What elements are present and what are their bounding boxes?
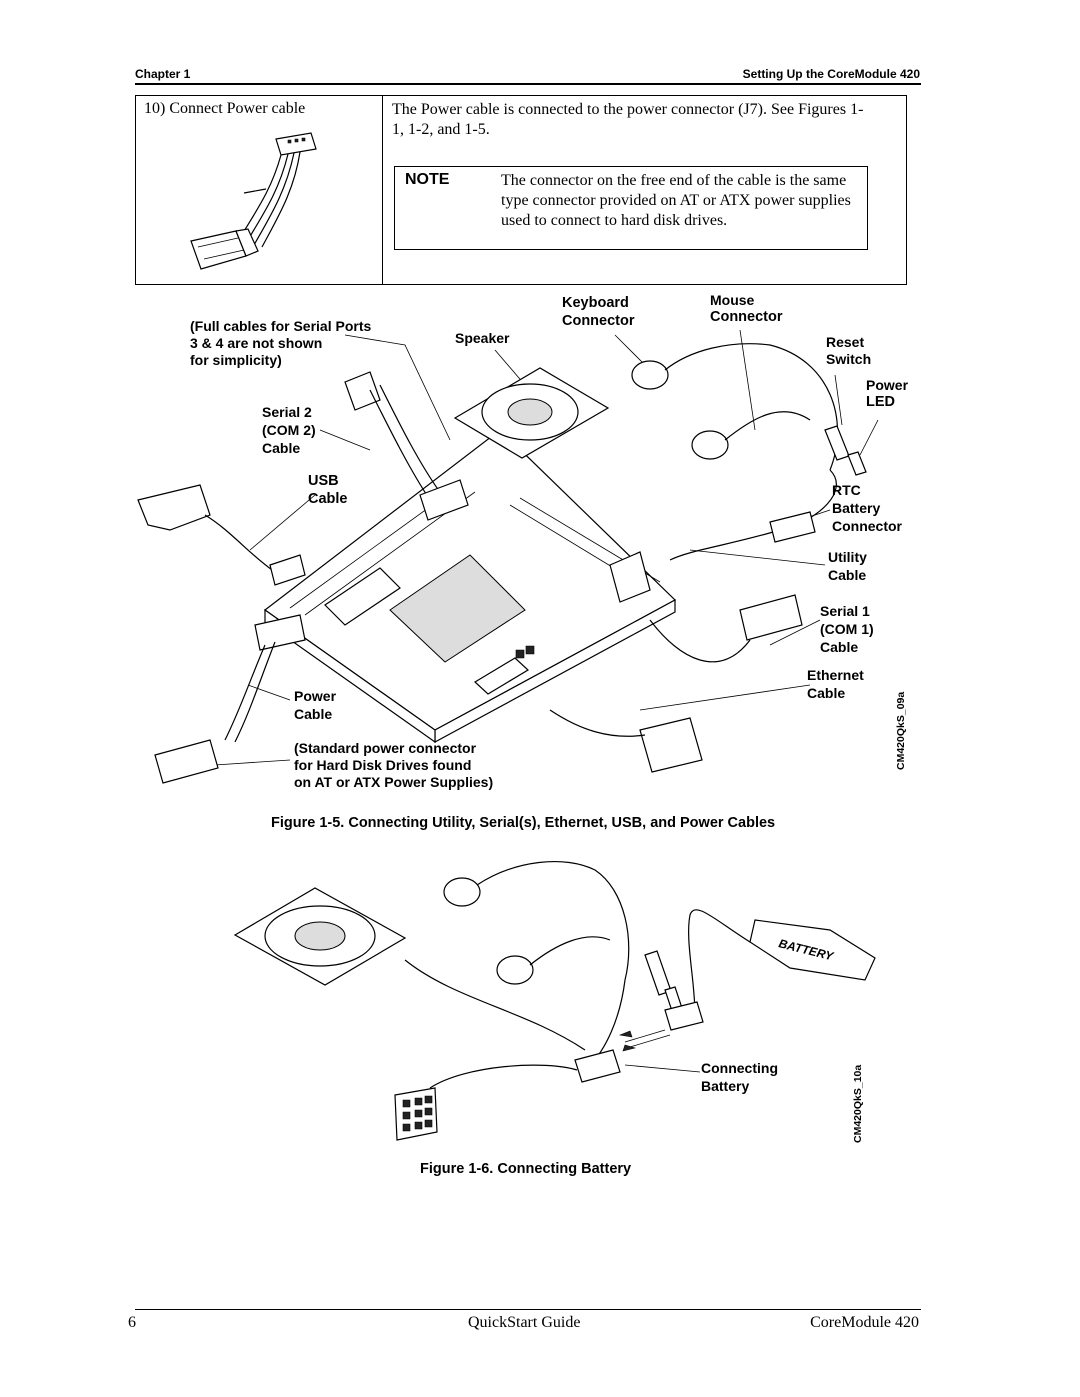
label-serial1-1: Serial 1 (820, 603, 870, 619)
label-power-cable-1: Power (294, 688, 337, 704)
label-std-power-3: on AT or ATX Power Supplies) (294, 774, 494, 790)
step-left-cell: 10) Connect Power cable (136, 96, 383, 284)
rtc-connector (574, 1049, 621, 1083)
label-keyboard-1: Keyboard (562, 295, 629, 311)
mouse-connector (691, 430, 729, 460)
label-speaker: Speaker (455, 330, 510, 346)
mouse-connector (496, 955, 534, 985)
note-label: NOTE (405, 171, 450, 188)
footer-rule (135, 1309, 921, 1310)
label-mouse-2: Connector (710, 309, 783, 325)
step-body: The Power cable is connected to the powe… (392, 101, 864, 138)
label-full-cables-3: for simplicity) (190, 352, 282, 368)
label-reset-1: Reset (826, 334, 865, 350)
label-full-cables-2: 3 & 4 are not shown (190, 335, 323, 351)
label-rtc-1: RTC (832, 482, 861, 498)
keyboard-connector (443, 877, 481, 907)
leader-serial2 (319, 429, 371, 451)
ethernet-jack (639, 717, 703, 773)
serial1-connector (739, 594, 803, 641)
leader-utility (689, 549, 826, 566)
footer-title: QuickStart Guide (468, 1314, 581, 1331)
label-rtc-2: Battery (832, 500, 881, 516)
footer-product: CoreModule 420 (810, 1314, 919, 1331)
label-reset-2: Switch (826, 351, 872, 367)
step-table: 10) Connect Power cable The Power cable … (135, 95, 907, 285)
label-power-cable-2: Cable (294, 706, 333, 722)
label-utility-2: Cable (828, 567, 867, 583)
label-rtc-3: Connector (832, 518, 902, 534)
leader-serial1 (769, 619, 821, 646)
reset-switch (644, 950, 672, 996)
label-ethernet-1: Ethernet (807, 667, 864, 683)
label-ethernet-2: Cable (807, 685, 846, 701)
header-chapter: Chapter 1 (135, 67, 191, 81)
figure-1-5-id: CM420QkS_09a (895, 691, 907, 770)
label-keyboard-2: Connector (562, 313, 635, 329)
battery-plug (664, 1001, 704, 1031)
label-std-power-2: for Hard Disk Drives found (294, 757, 472, 773)
rtc-connector (769, 511, 816, 543)
leader-full-cables (344, 334, 451, 441)
leader-reset (834, 374, 843, 426)
label-serial2-1: Serial 2 (262, 404, 312, 420)
label-connecting-1: Connecting (701, 1060, 778, 1076)
label-usb-2: Cable (308, 491, 348, 507)
header-rule (135, 83, 921, 85)
label-serial1-2: (COM 1) (820, 621, 874, 637)
leader-power-cable (247, 684, 291, 701)
figure-1-6-id: CM420QkS_10a (852, 1064, 864, 1143)
figure-1-5-illustration (137, 329, 879, 784)
power-connector (154, 739, 219, 784)
leader-usb (249, 494, 316, 551)
step-title: 10) Connect Power cable (144, 100, 306, 117)
leader-ethernet (639, 684, 811, 711)
label-usb-1: USB (308, 473, 339, 489)
note-box: NOTE The connector on the free end of th… (394, 166, 868, 250)
leader-keyboard (614, 334, 646, 366)
label-serial1-3: Cable (820, 639, 859, 655)
label-mouse-1: Mouse (710, 292, 755, 308)
leader-power-led (859, 419, 879, 456)
usb-connector (137, 484, 211, 531)
label-full-cables-1: (Full cables for Serial Ports (190, 318, 372, 334)
figure-1-6-illustration: BATTERY (233, 861, 876, 1141)
power-cable-illustration (190, 132, 317, 270)
label-serial2-3: Cable (262, 440, 301, 456)
leader-std-power (214, 759, 291, 766)
label-utility-1: Utility (828, 549, 867, 565)
leader-mouse (739, 329, 756, 431)
header-section: Setting Up the CoreModule 420 (742, 67, 920, 81)
label-std-power-1: (Standard power connector (294, 740, 477, 756)
label-power-led-2: LED (866, 394, 895, 410)
note-text: The connector on the free end of the cab… (501, 172, 851, 229)
footer-page-number: 6 (128, 1314, 136, 1331)
label-power-led-1: Power (866, 377, 909, 393)
label-serial2-2: (COM 2) (262, 422, 316, 438)
cpu-chip (389, 554, 526, 663)
power-led (847, 451, 867, 476)
label-connecting-2: Battery (701, 1078, 750, 1094)
keyboard-connector (631, 360, 669, 390)
reset-switch (824, 425, 850, 461)
figure-1-6-caption: Figure 1-6. Connecting Battery (420, 1161, 632, 1177)
figure-1-5-caption: Figure 1-5. Connecting Utility, Serial(s… (271, 815, 776, 831)
